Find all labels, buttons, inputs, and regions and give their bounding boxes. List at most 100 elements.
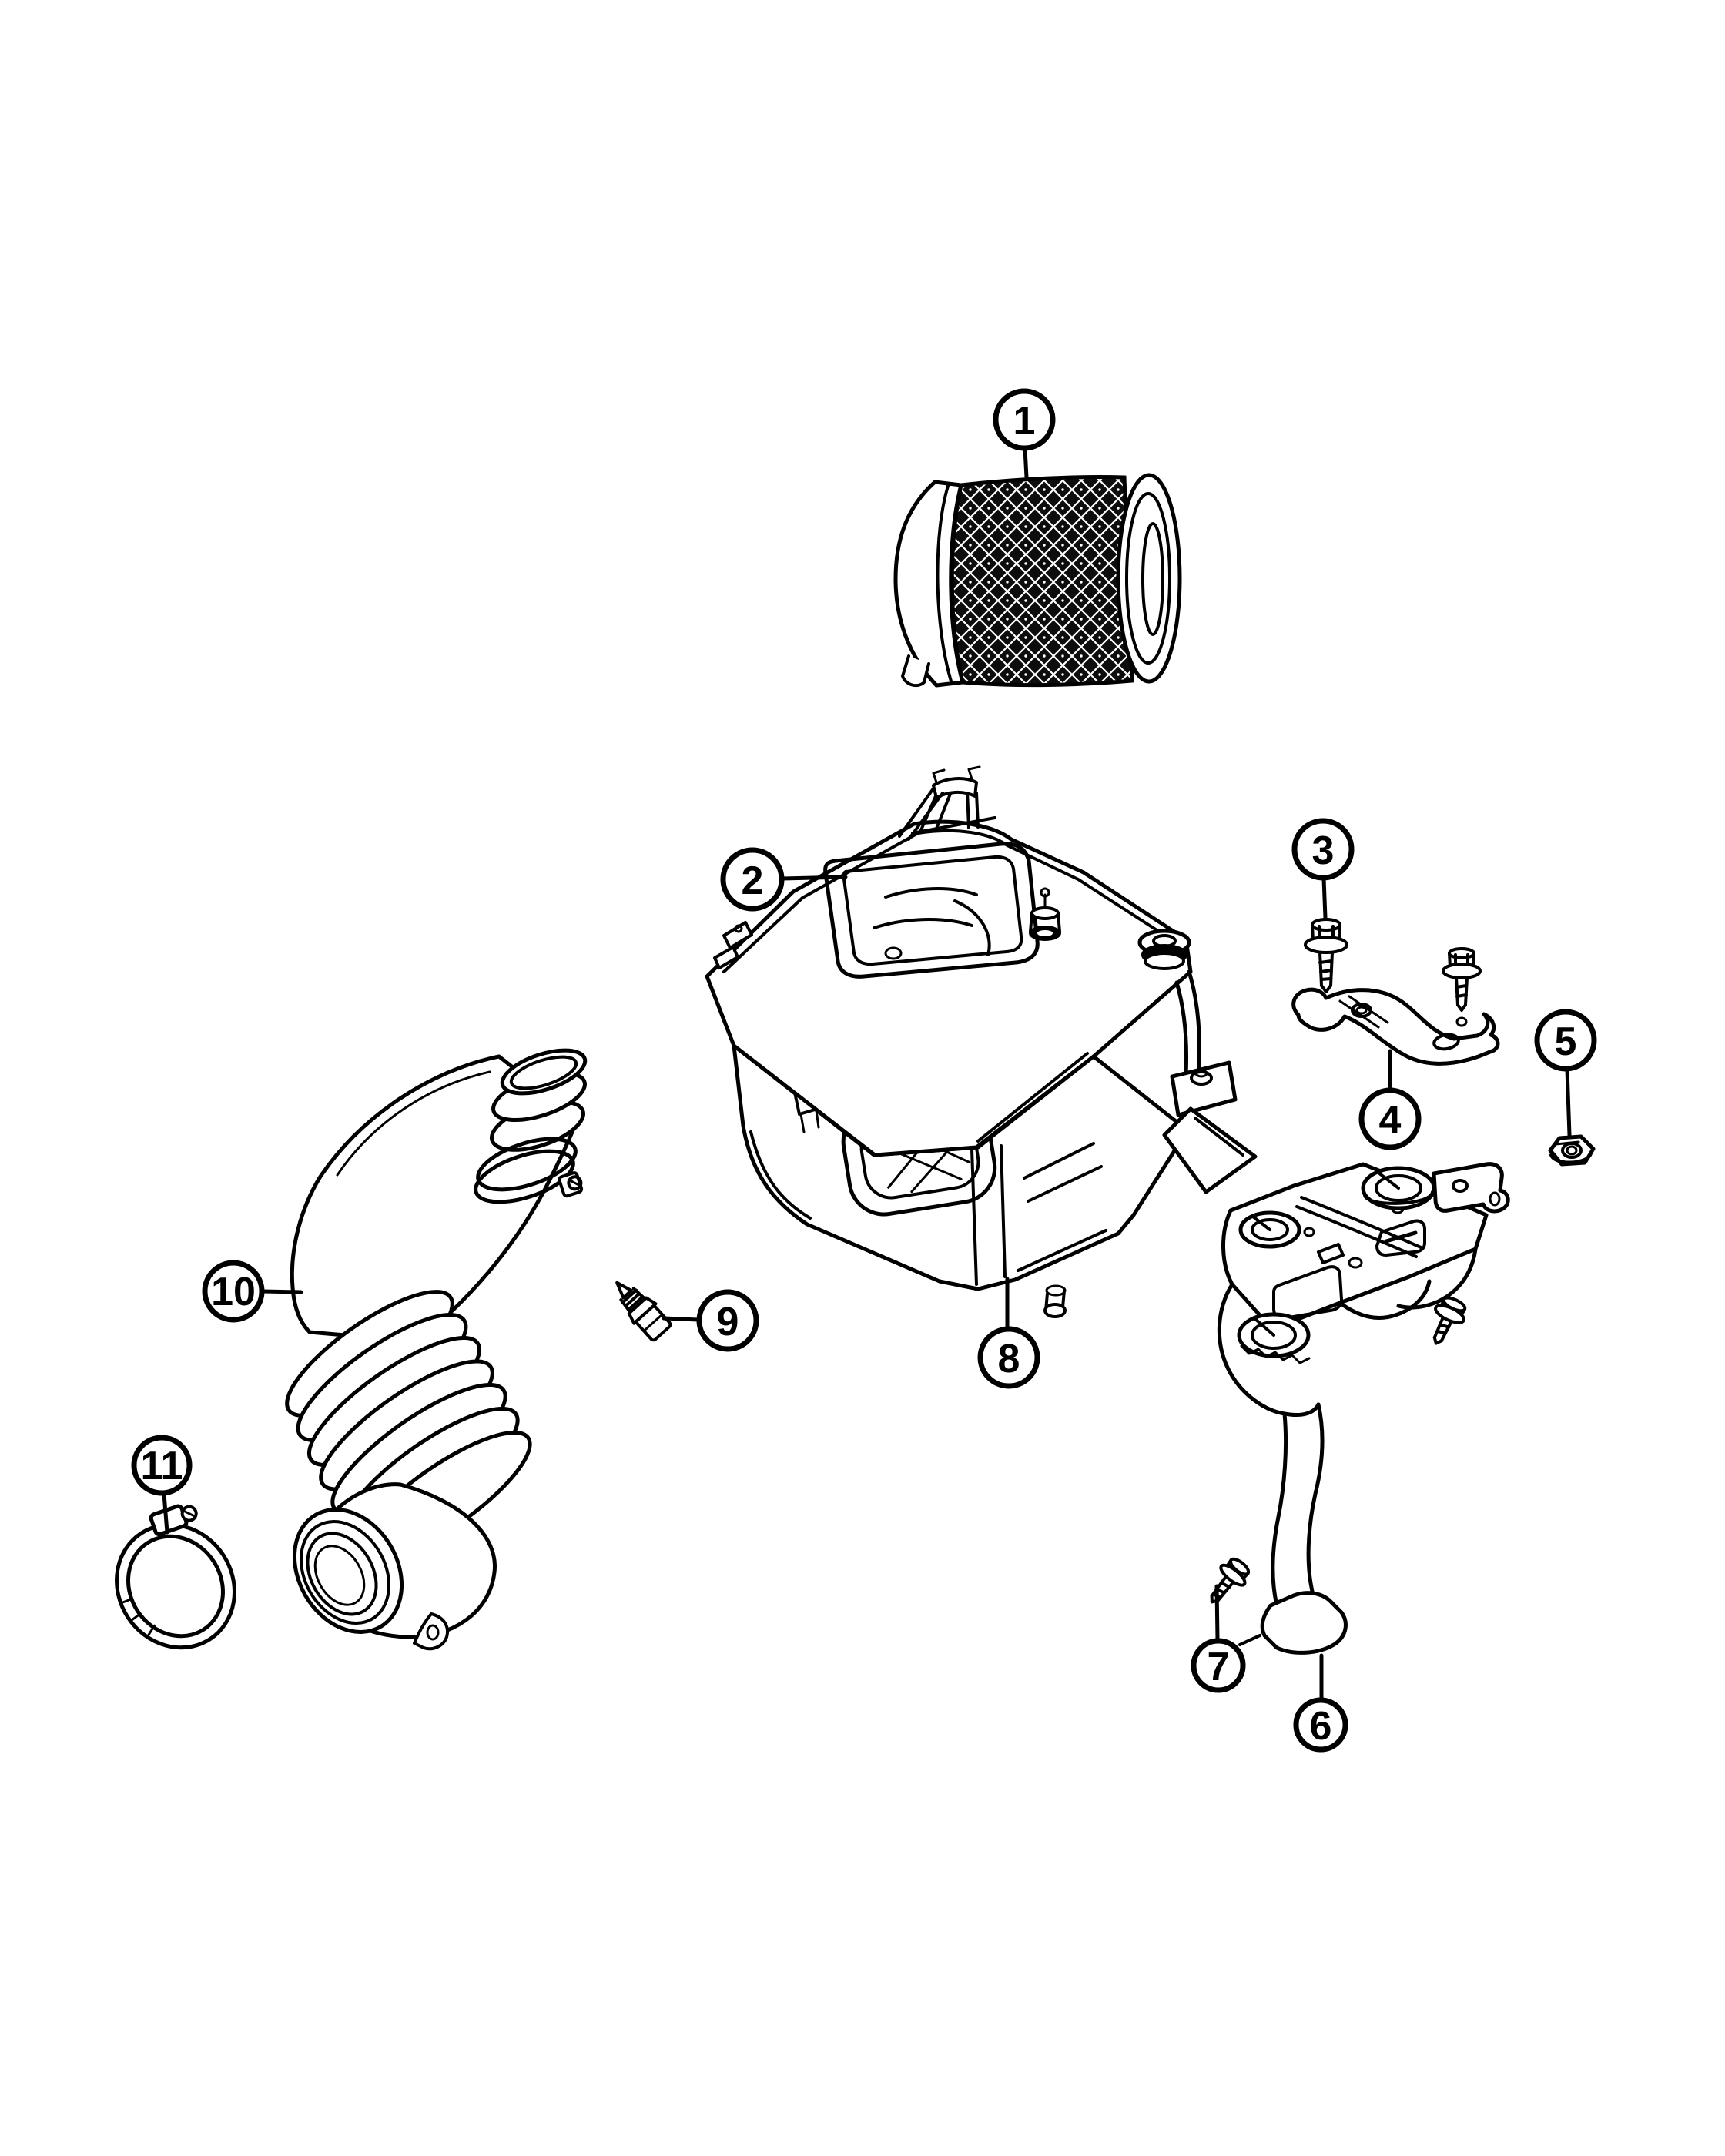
callout-11: 11 [131, 1435, 193, 1535]
inlet-clamp-band [474, 1149, 575, 1204]
stud-bracket-foot [799, 1109, 820, 1133]
bolt-head-top [1448, 947, 1475, 959]
shield-bulge [1282, 1402, 1321, 1417]
cover-opening-outer [823, 842, 1040, 979]
callout-10: 10 [202, 1260, 303, 1323]
bolt-head-top [1311, 918, 1341, 932]
callout-6: 6 [1293, 1653, 1348, 1753]
callout-11-circle[interactable] [131, 1435, 193, 1496]
grommet-bottom [1237, 1312, 1311, 1364]
callout-8-circle[interactable] [977, 1326, 1040, 1389]
callout-2-number: 2 [742, 859, 764, 903]
filter-left-band-line [936, 482, 953, 685]
bolt-flange [1442, 962, 1482, 979]
part-6-support-bracket [1217, 1162, 1510, 1655]
body-outline [732, 1043, 1190, 1291]
filter-left-band [893, 480, 965, 688]
grommet-base-arc [1363, 1190, 1434, 1205]
cover-interior-hole [884, 946, 903, 960]
grommet-inner [1375, 1174, 1422, 1202]
clip [713, 946, 739, 969]
clamp-screw-head [567, 1175, 583, 1191]
bracket-top-bar [932, 777, 978, 799]
outlet-ring [313, 1545, 366, 1606]
bracket-small-hole [1455, 1016, 1468, 1027]
shield-right-top [1338, 1279, 1432, 1320]
callout-9-number: 9 [717, 1300, 739, 1344]
callout-3-leader [1321, 876, 1328, 920]
grommet-inner [1251, 1321, 1297, 1350]
part-1-air-filter-element [893, 473, 1182, 688]
callout-4: 4 [1358, 1049, 1422, 1150]
part-5-nut [1548, 1134, 1596, 1167]
clamp-screw-slot [568, 1179, 581, 1187]
clamp-band-outer [115, 1522, 236, 1650]
plate-cutout [1272, 1265, 1343, 1321]
sensor-tip [615, 1281, 633, 1300]
shield-left-edge [1217, 1282, 1287, 1416]
nut-flange [1549, 1152, 1593, 1164]
bolt-tip [1432, 1336, 1443, 1345]
callout-1-leader [1023, 447, 1029, 480]
outlet-ring [306, 1532, 378, 1616]
callout-5: 5 [1534, 1009, 1597, 1137]
nut-ring [1561, 1142, 1583, 1159]
arm-edges [1174, 969, 1201, 1079]
callout-2-circle[interactable] [720, 847, 785, 912]
cover-right-grommet [1137, 929, 1191, 970]
outlet-ring [292, 1508, 404, 1634]
callout-4-circle[interactable] [1358, 1087, 1422, 1150]
body-left-contour [749, 1130, 812, 1220]
arm-foot-stud [1190, 1070, 1213, 1086]
callout-1-circle[interactable] [993, 388, 1056, 451]
filter-end-cap-inner [1141, 522, 1164, 636]
shield-right-wing [1396, 1247, 1478, 1310]
callout-10-circle[interactable] [202, 1260, 265, 1323]
grommet-pie-line [1251, 1215, 1271, 1231]
cover-top-bracket [898, 765, 996, 841]
callout-5-circle[interactable] [1534, 1009, 1597, 1072]
callout-1: 1 [993, 388, 1056, 480]
callout-2: 2 [720, 847, 848, 912]
callout-5-leader [1565, 1067, 1572, 1137]
callout-6-number: 6 [1310, 1704, 1332, 1749]
clip-pin [734, 924, 743, 933]
nut-hole [1566, 1145, 1578, 1156]
callout-3-circle[interactable] [1291, 818, 1355, 881]
callout-7-circle[interactable] [1191, 1638, 1246, 1693]
bracket-right-ear [1432, 1162, 1510, 1214]
outlet-mount-tab [413, 1612, 449, 1651]
callout-9-circle[interactable] [696, 1289, 759, 1352]
hose-inlet-end [474, 1048, 588, 1204]
filter-left-tab [901, 654, 930, 688]
ear-hole [1452, 1179, 1469, 1193]
cap-top [1030, 906, 1060, 920]
callout-7-number: 7 [1208, 1645, 1230, 1689]
worm-screw-slot [183, 1510, 196, 1518]
bolt-head-sides [1448, 952, 1475, 970]
bolt-shank [1210, 1575, 1235, 1602]
flap-inner-line [1194, 1116, 1244, 1157]
bolt-tip [1456, 1003, 1467, 1012]
sensor-ribs [619, 1287, 647, 1314]
body-side-ribs [1023, 1142, 1103, 1203]
callout-6-circle[interactable] [1293, 1697, 1348, 1753]
inlet-opening [500, 1048, 588, 1096]
cap-sides [1029, 912, 1061, 933]
callout-3-number: 3 [1312, 829, 1335, 873]
bolt-head-sides [1311, 923, 1341, 944]
grommet-lower [1144, 952, 1185, 970]
cover-front-crease [976, 1052, 1089, 1143]
filter-end-cap-mid [1125, 492, 1171, 665]
callout-10-leader [260, 1289, 303, 1294]
cover-right-arm [1162, 969, 1258, 1194]
shield-lower [1217, 1247, 1478, 1655]
callout-5-number: 5 [1555, 1019, 1577, 1064]
hose-tube-inner-line [336, 1070, 491, 1177]
bolt-flange [1304, 936, 1348, 954]
sensor-hex [627, 1296, 658, 1325]
callout-2-leader [780, 875, 848, 881]
callout-11-number: 11 [141, 1444, 183, 1488]
ear-hole [1489, 1191, 1501, 1207]
